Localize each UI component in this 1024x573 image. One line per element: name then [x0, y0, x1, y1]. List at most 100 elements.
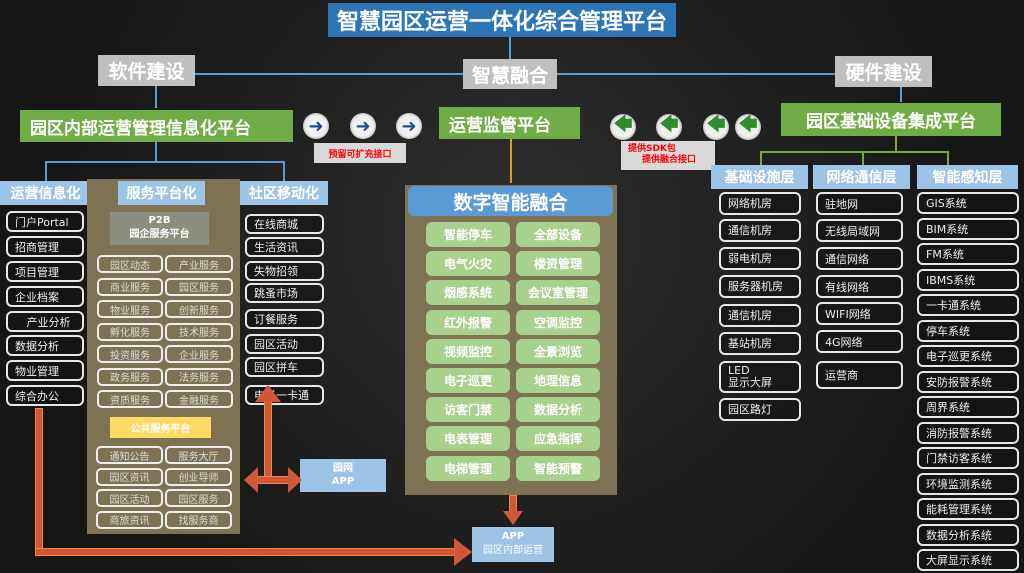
sensing-item[interactable]: BIM系统 — [917, 217, 1019, 240]
fusion-item[interactable]: 电气火灾 — [426, 251, 510, 277]
sensing-item[interactable]: 消防报警系统 — [917, 421, 1019, 444]
p2b-item[interactable]: 技术服务 — [165, 322, 233, 341]
public-service-item[interactable]: 商旅资讯 — [96, 510, 163, 529]
sensing-item[interactable]: 安防报警系统 — [917, 370, 1019, 393]
connector-line — [557, 73, 837, 75]
infra-item[interactable]: LED 显示大屏 — [719, 361, 801, 393]
p2b-item[interactable]: 创新服务 — [165, 300, 233, 318]
fusion-item[interactable]: 电梯管理 — [426, 455, 510, 481]
sensing-item[interactable]: 一卡通系统 — [917, 294, 1019, 316]
ops-info-item[interactable]: 企业档案 — [6, 286, 84, 307]
p2b-item[interactable]: 金融服务 — [165, 390, 233, 408]
ops-info-item[interactable]: 产业分析 — [6, 311, 84, 332]
infra-item[interactable]: 通信机房 — [719, 219, 801, 242]
public-service-item[interactable]: 园区活动 — [96, 489, 163, 507]
network-item[interactable]: WIFI网络 — [816, 302, 903, 325]
fusion-item[interactable]: 电子巡更 — [426, 368, 510, 393]
sensing-item[interactable]: IBMS系统 — [917, 268, 1019, 291]
fusion-item[interactable]: 智能停车 — [426, 222, 510, 247]
infra-item[interactable]: 基站机房 — [719, 332, 801, 355]
sensing-item[interactable]: 环境监测系统 — [917, 472, 1019, 495]
arrow-head-right-icon — [454, 538, 472, 566]
fusion-item[interactable]: 电表管理 — [426, 426, 510, 452]
fusion-item[interactable]: 全景浏览 — [516, 338, 600, 364]
fusion-item[interactable]: 视频监控 — [426, 338, 510, 364]
internal-platform: 园区内部运营管理信息化平台 — [20, 110, 293, 142]
public-service-item[interactable]: 园区服务 — [165, 489, 232, 507]
p2b-item[interactable]: 法务服务 — [165, 367, 233, 386]
community-item[interactable]: 园区拼车 — [245, 357, 324, 377]
left-arrow-icon: 🡄 — [656, 114, 682, 140]
p2b-item[interactable]: 投资服务 — [97, 345, 163, 363]
p2b-item[interactable]: 政务服务 — [97, 367, 163, 386]
fusion-item[interactable]: 全部设备 — [516, 222, 600, 247]
network-item[interactable]: 4G网络 — [816, 330, 903, 353]
service-platform-header: 服务平台化 — [118, 181, 205, 205]
ops-info-item[interactable]: 门户Portal — [6, 211, 84, 232]
public-service-item[interactable]: 园区资讯 — [96, 467, 163, 486]
sensing-item[interactable]: 数据分析系统 — [917, 523, 1019, 546]
community-item[interactable]: 在线商城 — [245, 214, 324, 234]
network-item[interactable]: 无线局域网 — [816, 219, 903, 242]
right-arrow-icon: ➜ — [303, 113, 329, 139]
fusion-item[interactable]: 数据分析 — [516, 397, 600, 423]
p2b-item[interactable]: 产业服务 — [165, 255, 233, 273]
ops-info-item[interactable]: 物业管理 — [6, 360, 84, 381]
sensing-item[interactable]: 电子巡更系统 — [917, 345, 1019, 367]
internal-ops-app[interactable]: APP 园区内部运营 — [472, 527, 554, 562]
fusion-item[interactable]: 应急指挥 — [516, 426, 600, 452]
ops-info-item[interactable]: 综合办公 — [6, 385, 84, 406]
p2b-item[interactable]: 园区服务 — [165, 277, 233, 296]
p2b-subtitle: 园企服务平台 — [129, 229, 190, 240]
fusion-item[interactable]: 地理信息 — [516, 368, 600, 393]
p2b-item[interactable]: 园区动态 — [97, 255, 163, 273]
fusion-item[interactable]: 智能预警 — [516, 455, 600, 481]
public-service-item[interactable]: 服务大厅 — [165, 446, 232, 464]
software-category: 软件建设 — [98, 55, 195, 86]
community-item[interactable]: 跳蚤市场 — [245, 283, 324, 303]
sensing-item[interactable]: FM系统 — [917, 243, 1019, 265]
community-mobile-header: 社区移动化 — [240, 181, 328, 205]
community-item[interactable]: 失物招领 — [245, 261, 324, 281]
community-item[interactable]: 订餐服务 — [245, 309, 324, 329]
ops-info-item[interactable]: 数据分析 — [6, 335, 84, 356]
sensing-item[interactable]: 周界系统 — [917, 396, 1019, 418]
network-item[interactable]: 通信网络 — [816, 247, 903, 270]
fusion-item[interactable]: 楼资管理 — [516, 251, 600, 277]
sdk-note: 提供SDK包 提供融合接口 — [621, 141, 715, 170]
p2b-item[interactable]: 孵化服务 — [97, 322, 163, 341]
sensing-item[interactable]: 能耗管理系统 — [917, 498, 1019, 520]
p2b-item[interactable]: 资质服务 — [97, 390, 163, 408]
fusion-item[interactable]: 红外报警 — [426, 309, 510, 335]
fusion-item[interactable]: 会议室管理 — [516, 280, 600, 306]
sensing-item[interactable]: 停车系统 — [917, 319, 1019, 342]
p2b-item[interactable]: 企业服务 — [165, 345, 233, 363]
left-arrow-icon: 🡄 — [610, 114, 636, 140]
infra-item[interactable]: 园区路灯 — [719, 398, 801, 421]
yuanwang-app-line1: 园网 — [333, 463, 353, 474]
public-service-item[interactable]: 找服务商 — [165, 510, 232, 529]
public-service-item[interactable]: 创业导师 — [165, 467, 232, 486]
p2b-item[interactable]: 物业服务 — [97, 300, 163, 318]
network-item[interactable]: 运营商 — [816, 361, 903, 389]
infra-item[interactable]: 通信机房 — [719, 304, 801, 327]
infra-item[interactable]: 弱电机房 — [719, 247, 801, 270]
yuanwang-app[interactable]: 园网 APP — [300, 459, 386, 492]
infra-item[interactable]: 服务器机房 — [719, 275, 801, 298]
fusion-item[interactable]: 访客门禁 — [426, 397, 510, 423]
community-item[interactable]: 园区活动 — [245, 334, 324, 354]
infra-item[interactable]: 网络机房 — [719, 192, 801, 215]
fusion-category: 智慧融合 — [463, 59, 557, 89]
fusion-item[interactable]: 烟感系统 — [426, 280, 510, 306]
community-item[interactable]: 生活资讯 — [245, 237, 324, 257]
sensing-item[interactable]: 门禁访客系统 — [917, 447, 1019, 469]
public-service-item[interactable]: 通知公告 — [96, 446, 163, 464]
sensing-item[interactable]: 大屏显示系统 — [917, 549, 1019, 571]
network-item[interactable]: 有线网络 — [816, 275, 903, 298]
sensing-item[interactable]: GIS系统 — [917, 192, 1019, 214]
network-item[interactable]: 驻地网 — [816, 192, 903, 215]
p2b-item[interactable]: 商业服务 — [97, 277, 163, 296]
ops-info-item[interactable]: 招商管理 — [6, 236, 84, 257]
fusion-item[interactable]: 空调监控 — [516, 309, 600, 335]
ops-info-item[interactable]: 项目管理 — [6, 261, 84, 282]
